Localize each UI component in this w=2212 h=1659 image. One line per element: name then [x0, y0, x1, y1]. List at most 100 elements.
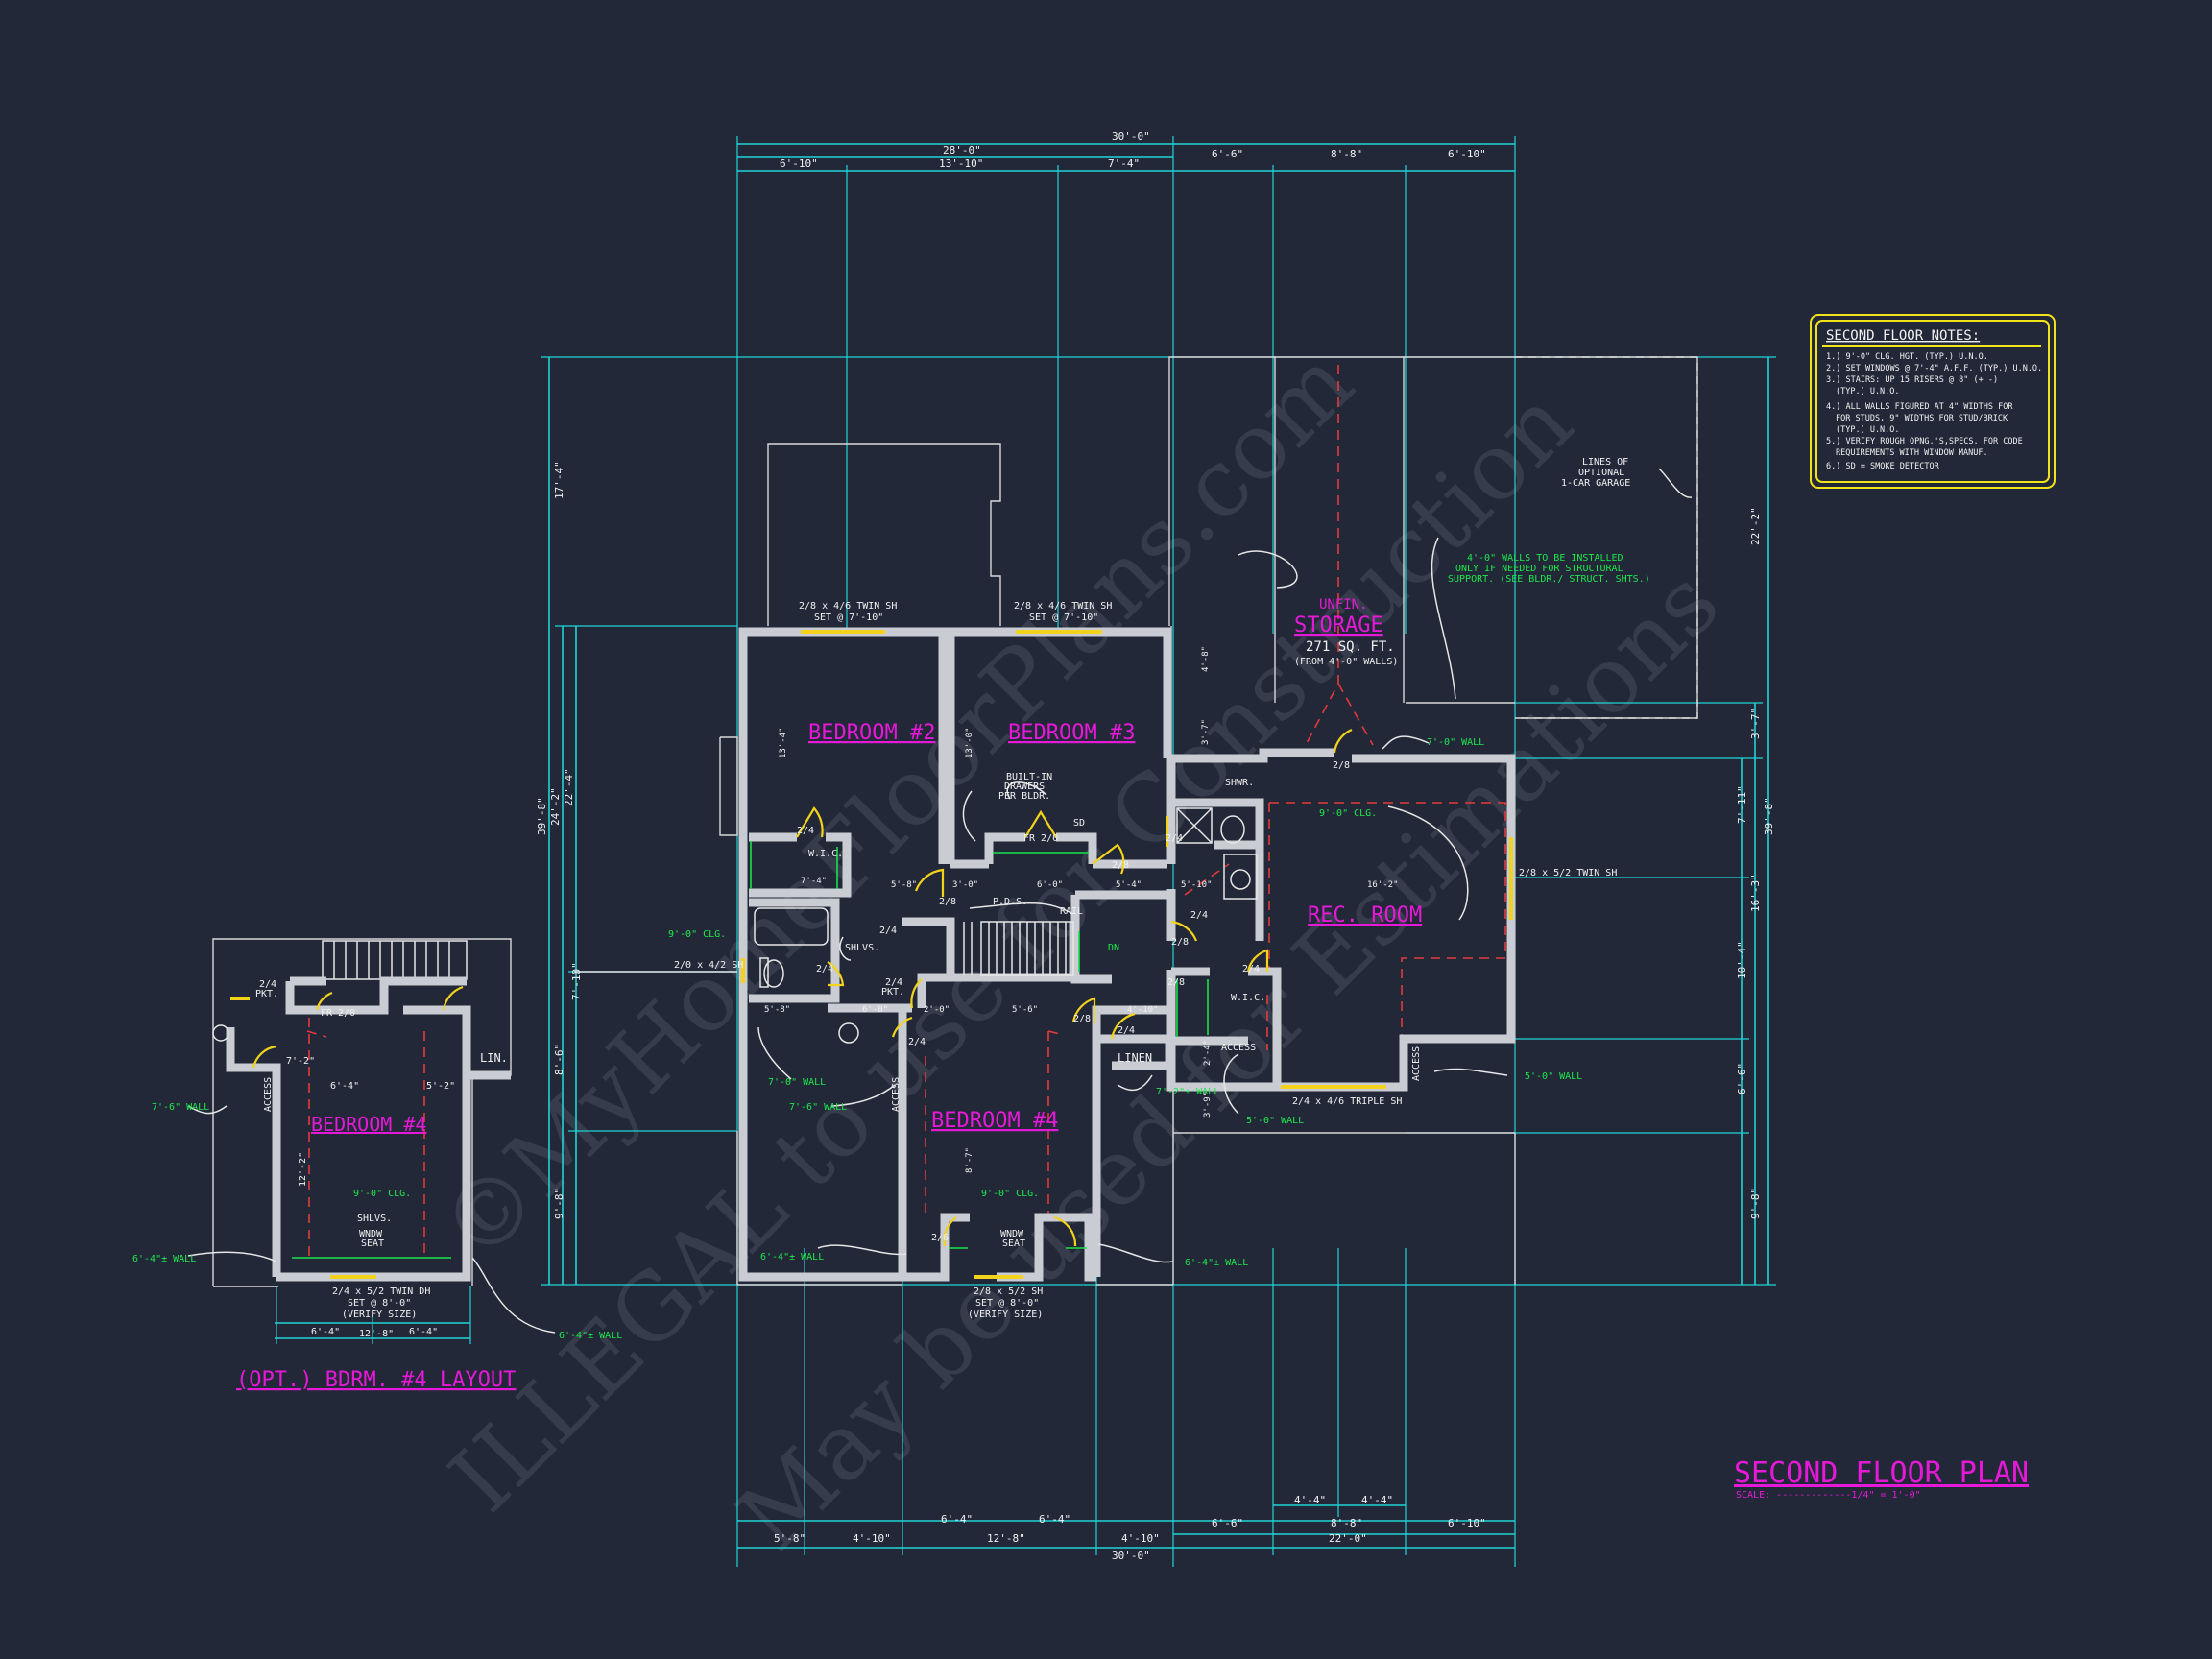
dim-bot-total: 30'-0" — [1112, 1550, 1150, 1562]
door-label-8: 2/4 — [908, 1037, 926, 1047]
green-notes: 4'-0" WALLS TO BE INSTALLED ONLY IF NEED… — [668, 553, 1650, 1268]
dim-right-total: 39'-8" — [1763, 797, 1775, 835]
label-garage-2: OPTIONAL — [1578, 468, 1624, 478]
dim-right-a6: 9'-8" — [1749, 1188, 1762, 1219]
opt-dim-a: 6'-4" — [311, 1327, 340, 1337]
label-wic-2: W.I.C. — [1231, 993, 1265, 1003]
door-label-2: 2/8 — [1333, 760, 1350, 771]
dim-int-6: 3'-0" — [952, 880, 978, 890]
dim-int-9: 5'-10" — [1181, 880, 1213, 890]
dim-int-10: 16'-2" — [1367, 880, 1399, 890]
leader-lines — [574, 468, 1693, 1263]
label-pds: P.D.S. — [993, 897, 1027, 907]
opt-room-label-bedroom-4: BEDROOM #4 — [311, 1113, 426, 1136]
dim-left-c3: 9'-8" — [553, 1188, 565, 1219]
opt-label-seat: SEAT — [361, 1238, 384, 1249]
dim-bot-a3: 12'-8" — [987, 1532, 1025, 1545]
dim-bot-b1: 6'-4" — [941, 1513, 973, 1526]
note-wall-72: 7'-2"± WALL — [1156, 1087, 1219, 1097]
label-sd-1: SD — [1073, 818, 1085, 829]
opt-note-wall-64: 6'-4"± WALL — [132, 1254, 196, 1264]
room-labels: BEDROOM #2 BEDROOM #3 BEDROOM #4 REC. RO… — [808, 597, 1422, 1133]
walls — [738, 627, 1516, 1282]
dim-bot-c1: 6'-6" — [1212, 1517, 1243, 1529]
room-label-rec-room: REC. ROOM — [1308, 903, 1422, 927]
door-size-labels: 2/4 2/8 2/8 2/4 2/8 2/4 2/4 2/4 2/8 2/4 … — [797, 760, 1350, 1243]
opt-dim-h: 12'-2" — [298, 1152, 308, 1187]
dim-left-c1: 17'-4" — [553, 461, 565, 499]
dim-top-c1: 6'-6" — [1212, 148, 1243, 160]
notes-item-2: 2.) SET WINDOWS @ 7'-4" A.F.F. (TYP.) U.… — [1826, 364, 2042, 373]
opt-dim-c: 6'-4" — [330, 1081, 359, 1092]
opt-label-wndw: WNDW — [359, 1229, 383, 1239]
dim-int-2: 13'-0" — [965, 727, 974, 758]
dim-int-8: 5'-4" — [1116, 880, 1142, 890]
window-label-bed2-a: 2/8 x 4/6 TWIN SH — [799, 601, 897, 612]
note-clg-bed4: 9'-0" CLG. — [981, 1189, 1039, 1199]
notes-item-9: REQUIREMENTS WITH WINDOW MANUF. — [1836, 448, 1988, 458]
dim-bot-a2: 4'-10" — [853, 1532, 891, 1545]
notes-item-6: FOR STUDS, 9" WIDTHS FOR STUD/BRICK — [1836, 414, 2008, 423]
opt-label-pkt-size: 2/4 — [259, 979, 276, 990]
window-label-triple: 2/4 x 4/6 TRIPLE SH — [1292, 1096, 1402, 1107]
label-seat: SEAT — [1002, 1238, 1025, 1249]
dim-bot-d2: 4'-4" — [1361, 1494, 1393, 1506]
dim-right-a3: 7'-11" — [1736, 785, 1748, 824]
label-built-1: BUILT-IN — [1006, 772, 1052, 782]
dim-top-total: 30'-0" — [1112, 131, 1150, 143]
dim-int-13: 6'-0" — [862, 1005, 888, 1015]
opt-note-wall-76: 7'-6" WALL — [152, 1102, 209, 1113]
note-wall-70: 7'-0" WALL — [1427, 737, 1484, 748]
label-fr: FR 2/0 — [1023, 833, 1058, 844]
opt-window-b: SET @ 8'-0" — [348, 1298, 411, 1309]
opt-note-wall-64b: 6'-4"± WALL — [559, 1331, 622, 1341]
note-struct-2: ONLY IF NEEDED FOR STRUCTURAL — [1455, 564, 1623, 574]
dim-int-15: 5'-6" — [1012, 1005, 1038, 1015]
door-label-5: 2/8 — [939, 897, 956, 907]
storage-note: (FROM 4'-0" WALLS) — [1294, 657, 1398, 667]
window-label-bed2-b: SET @ 7'-10" — [814, 613, 883, 623]
dim-right-a1: 22'-2" — [1749, 507, 1762, 545]
dim-left-c4: 7'-10" — [570, 962, 583, 1000]
dim-bot-c2: 8'-8" — [1331, 1517, 1362, 1529]
window-label-bed4-a: 2/8 x 5/2 SH — [974, 1286, 1043, 1297]
dim-int-14: 2'-0" — [924, 1005, 950, 1015]
dim-int-17: 2'-4" — [1203, 1040, 1213, 1066]
window-label-bed3-a: 2/8 x 4/6 TWIN SH — [1014, 601, 1112, 612]
note-wall-50: 5'-0" WALL — [1525, 1071, 1582, 1082]
dim-int-16: 4'-10" — [1127, 1005, 1159, 1015]
notes-item-10: 6.) SD = SMOKE DETECTOR — [1826, 462, 1940, 471]
dim-int-5: 7'-4" — [801, 877, 827, 886]
optional-bedroom-layout — [187, 938, 556, 1344]
note-wall-70b: 7'-0" WALL — [768, 1077, 826, 1088]
storage-area: 271 SQ. FT. — [1306, 639, 1395, 655]
dim-bot-a5: 22'-0" — [1329, 1532, 1367, 1545]
label-access-1: ACCESS — [891, 1077, 902, 1112]
label-pkt-size: 2/4 — [885, 977, 902, 988]
dim-int-7: 6'-0" — [1037, 880, 1063, 890]
label-built-3: PER BLDR. — [998, 791, 1050, 802]
note-wall-50b: 5'-0" WALL — [1246, 1116, 1304, 1126]
door-label-6: 2/4 — [879, 926, 897, 936]
opt-label-pkt: PKT. — [255, 989, 278, 999]
dim-top-c2: 8'-8" — [1331, 148, 1362, 160]
second-floor-notes: SECOND FLOOR NOTES: 1.) 9'-0" CLG. HGT. … — [1810, 314, 2056, 489]
opt-label-fr: FR 2/0 — [321, 1008, 355, 1019]
door-label-12: 2/4 — [1190, 910, 1208, 921]
door-label-1: 2/4 — [797, 826, 814, 836]
fixtures — [750, 807, 1258, 1249]
door-label-9: 2/8 — [1073, 1014, 1091, 1024]
note-struct-3: SUPPORT. (SEE BLDR./ STRUCT. SHTS.) — [1448, 574, 1650, 585]
dim-int-18: 3'-9" — [1203, 1092, 1213, 1118]
note-struct-1: 4'-0" WALLS TO BE INSTALLED — [1467, 553, 1623, 564]
opt-dim-w: 12'-8" — [359, 1329, 394, 1339]
room-label-bedroom-2: BEDROOM #2 — [808, 721, 935, 745]
label-rail: RAIL — [1060, 906, 1083, 917]
interior-dims: 13'-4" 13'-0" 3'-7" 4'-8" 7'-4" 3'-0" 6'… — [764, 646, 1399, 1173]
windows — [741, 630, 1513, 1279]
optional-layout-labels: BEDROOM #4 (OPT.) BDRM. #4 LAYOUT FR 2/0… — [132, 979, 622, 1392]
room-label-storage: STORAGE — [1294, 613, 1383, 637]
notes-item-7: (TYP.) U.N.O. — [1836, 425, 1900, 435]
notes-item-5: 4.) ALL WALLS FIGURED AT 4" WIDTHS FOR — [1826, 402, 2013, 412]
